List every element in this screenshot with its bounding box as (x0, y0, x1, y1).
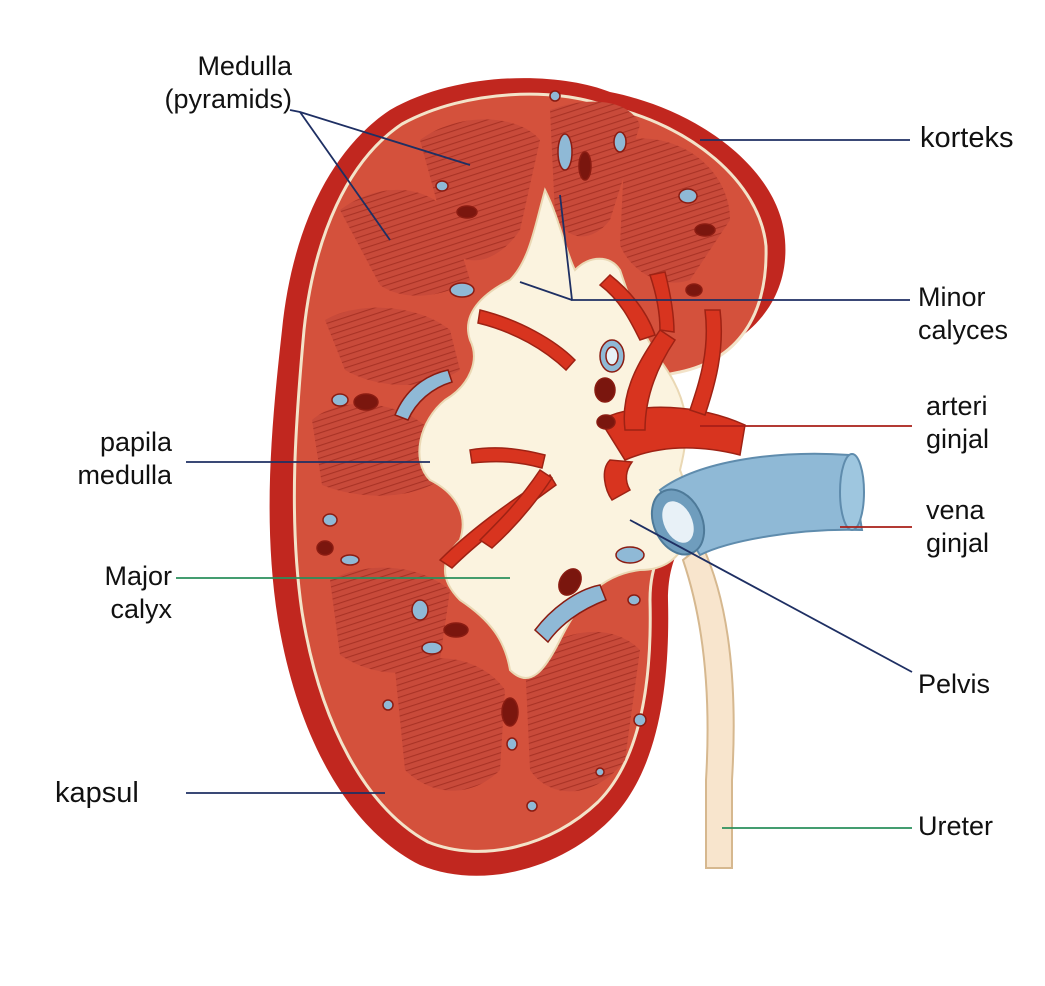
label-medulla: Medulla (pyramids) (164, 51, 292, 114)
ureter-tube (681, 543, 735, 869)
label-vena-ginjal: vena ginjal (926, 495, 990, 558)
leader-pelvis (629, 519, 913, 673)
label-minor-calyces: Minor calyces (918, 282, 1009, 345)
leader-minor-2 (519, 281, 573, 301)
label-ureter: Ureter (918, 811, 994, 841)
medullary-pyramids (312, 101, 730, 792)
label-papila-medulla: papila medulla (77, 427, 172, 490)
vessel-sections (316, 90, 716, 812)
leader-lines (176, 109, 913, 829)
label-pelvis: Pelvis (918, 669, 991, 699)
renal-vein-shape (650, 452, 865, 557)
label-korteks: korteks (920, 122, 1014, 154)
label-major-calyx: Major calyx (104, 561, 172, 624)
label-arteri-ginjal: arteri ginjal (926, 391, 990, 454)
leader-medulla-2 (299, 111, 391, 241)
label-kapsul: kapsul (55, 777, 139, 809)
renal-artery-shape (438, 271, 746, 569)
